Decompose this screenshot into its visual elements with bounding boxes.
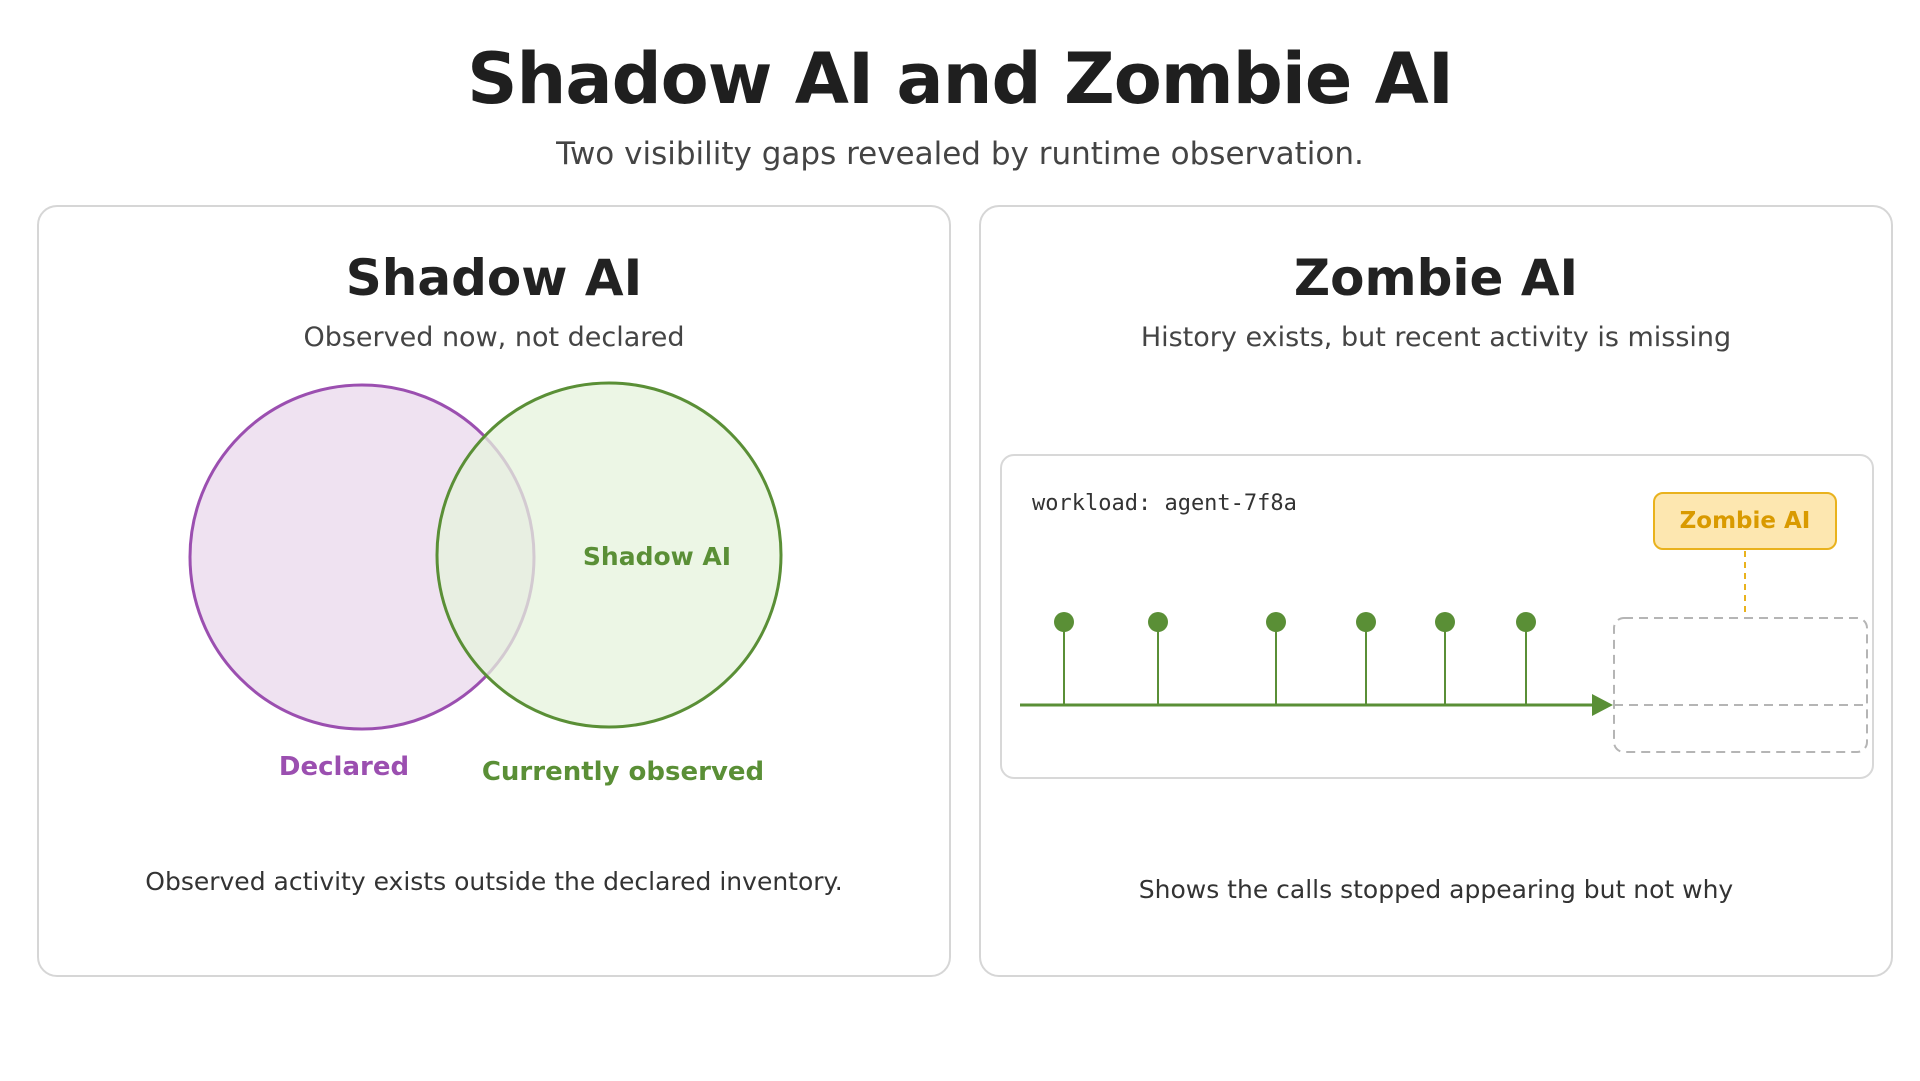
declared-label: Declared <box>279 752 409 782</box>
zombie-ai-panel: Zombie AI History exists, but recent act… <box>979 205 1893 977</box>
time-axis-arrow <box>1592 694 1613 716</box>
call-event <box>1266 612 1286 705</box>
zombie-ai-badge: Zombie AI <box>1653 492 1837 550</box>
zombie-ai-title: Zombie AI <box>1293 249 1579 307</box>
workload-label: workload: agent-7f8a <box>1032 491 1297 516</box>
shadow-ai-panel: Shadow AI Observed now, not declared Sha… <box>37 205 951 977</box>
call-event <box>1435 612 1455 705</box>
missing-activity-window <box>1613 617 1868 753</box>
observed-circle <box>435 381 783 729</box>
shadow-ai-title: Shadow AI <box>345 249 643 307</box>
call-event <box>1516 612 1536 705</box>
venn-overlap-label: Shadow AI <box>583 542 731 571</box>
observed-label: Currently observed <box>482 757 764 787</box>
page-title: Shadow AI and Zombie AI <box>467 38 1454 120</box>
call-event <box>1356 612 1376 705</box>
page-subtitle: Two visibility gaps revealed by runtime … <box>556 136 1364 172</box>
shadow-ai-subtitle: Observed now, not declared <box>303 322 685 353</box>
call-event <box>1054 612 1074 705</box>
call-events <box>1054 612 1536 705</box>
zombie-ai-caption: Shows the calls stopped appearing but no… <box>1138 875 1734 904</box>
call-event <box>1148 612 1168 705</box>
shadow-ai-caption: Observed activity exists outside the dec… <box>145 867 843 896</box>
timeline-graphic <box>1020 551 1868 753</box>
workload-timeline: workload: agent-7f8a Zombie AI <box>1000 454 1874 779</box>
zombie-ai-subtitle: History exists, but recent activity is m… <box>1140 322 1732 353</box>
venn-diagram: Shadow AI Declared Currently observed <box>188 381 783 787</box>
